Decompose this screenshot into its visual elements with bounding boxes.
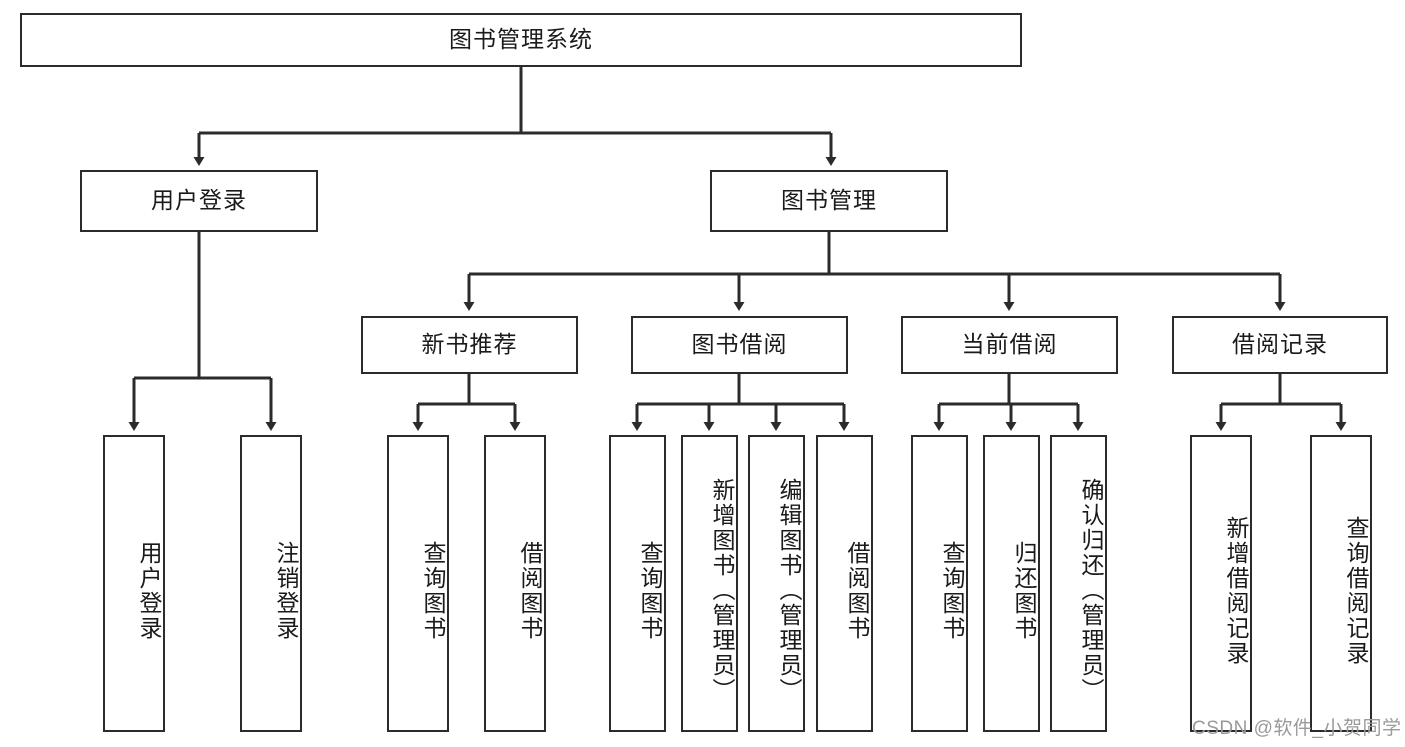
node-leaf-logout[interactable]: 注销登录 [240, 435, 302, 732]
watermark-text: CSDN @软件_小贺同学 [1192, 718, 1402, 739]
node-leaf-query-book-3[interactable]: 查询图书 [911, 435, 968, 732]
node-leaf-borrow-book-1-label: 借阅图书 [517, 540, 543, 641]
node-leaf-add-book[interactable]: 新增图书（管理员） [681, 435, 738, 732]
node-leaf-user-login[interactable]: 用户登录 [103, 435, 165, 732]
node-user-login[interactable]: 用户登录 [80, 170, 318, 232]
node-new-book-rec[interactable]: 新书推荐 [361, 316, 578, 374]
node-leaf-borrow-book-2[interactable]: 借阅图书 [816, 435, 873, 732]
node-user-login-label: 用户登录 [151, 187, 247, 214]
node-book-borrow-label: 图书借阅 [691, 331, 788, 358]
node-leaf-query-book-2-label: 查询图书 [637, 540, 663, 641]
node-borrow-record[interactable]: 借阅记录 [1172, 316, 1388, 374]
node-new-book-rec-label: 新书推荐 [421, 331, 518, 358]
node-current-borrow[interactable]: 当前借阅 [901, 316, 1118, 374]
node-leaf-edit-book[interactable]: 编辑图书（管理员） [748, 435, 805, 732]
node-leaf-query-record-label: 查询借阅记录 [1343, 515, 1369, 666]
node-leaf-add-record[interactable]: 新增借阅记录 [1190, 435, 1252, 732]
node-leaf-query-book-3-label: 查询图书 [939, 540, 965, 641]
node-leaf-confirm-return-label: 确认归还（管理员） [1078, 478, 1104, 703]
node-leaf-add-book-label: 新增图书（管理员） [709, 478, 735, 703]
node-leaf-user-login-label: 用户登录 [136, 540, 162, 641]
node-leaf-add-record-label: 新增借阅记录 [1223, 515, 1249, 666]
node-root-label: 图书管理系统 [449, 26, 593, 53]
node-current-borrow-label: 当前借阅 [961, 331, 1058, 358]
node-leaf-query-record[interactable]: 查询借阅记录 [1310, 435, 1372, 732]
node-leaf-query-book-1-label: 查询图书 [420, 540, 446, 641]
node-book-manage-label: 图书管理 [781, 187, 877, 214]
node-leaf-confirm-return[interactable]: 确认归还（管理员） [1050, 435, 1107, 732]
node-leaf-query-book-1[interactable]: 查询图书 [387, 435, 449, 732]
node-leaf-borrow-book-1[interactable]: 借阅图书 [484, 435, 546, 732]
node-leaf-borrow-book-2-label: 借阅图书 [844, 540, 870, 641]
node-leaf-logout-label: 注销登录 [273, 540, 299, 641]
node-book-borrow[interactable]: 图书借阅 [631, 316, 848, 374]
node-leaf-return-book-label: 归还图书 [1011, 540, 1037, 641]
node-root[interactable]: 图书管理系统 [20, 13, 1022, 67]
node-leaf-return-book[interactable]: 归还图书 [983, 435, 1040, 732]
node-borrow-record-label: 借阅记录 [1232, 331, 1328, 358]
node-leaf-edit-book-label: 编辑图书（管理员） [776, 478, 802, 703]
node-leaf-query-book-2[interactable]: 查询图书 [609, 435, 666, 732]
node-book-manage[interactable]: 图书管理 [710, 170, 948, 232]
